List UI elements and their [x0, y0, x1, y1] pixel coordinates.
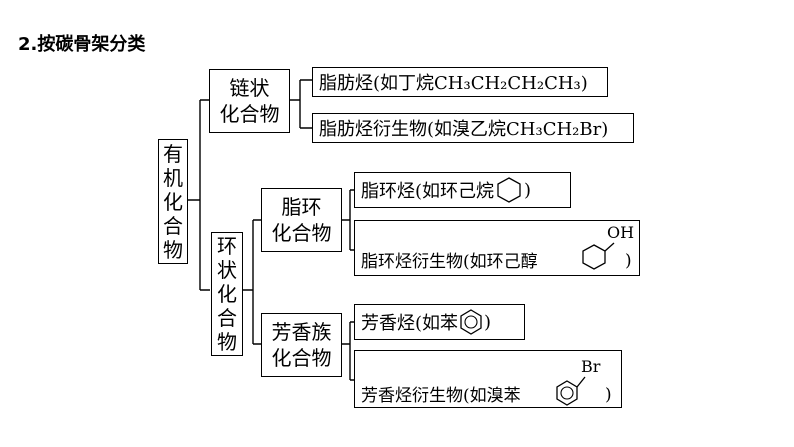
aromatic-derivative-box: 芳香烃衍生物(如溴苯 Br ) — [354, 350, 622, 408]
aliphatic-hydrocarbon-box: 脂肪烃(如丁烷CH₃CH₂CH₂CH₃) — [312, 67, 608, 97]
alicyclic-hydrocarbon-box: 脂环烃(如环己烷 ) — [354, 172, 571, 208]
root-char: 机 — [163, 165, 183, 190]
ring-char: 化 — [217, 282, 237, 306]
aliphatic-derivative-label: 脂肪烃衍生物(如溴乙烷CH₃CH₂Br) — [319, 119, 609, 140]
aromatic-hydrocarbon-box: 芳香烃(如苯 ) — [354, 304, 525, 340]
root-char: 合 — [163, 213, 183, 238]
aromatic-hydrocarbon-suffix: ) — [484, 311, 492, 333]
root-char: 有 — [163, 141, 183, 166]
aromatic-compound-box: 芳香族 化合物 — [261, 313, 342, 377]
ring-char: 状 — [217, 258, 237, 282]
alicyclic-label-2: 化合物 — [271, 221, 332, 245]
section-title: 2.按碳骨架分类 — [18, 34, 146, 55]
alicyclic-derivative-suffix: ) — [625, 251, 632, 271]
alicyclic-derivative-prefix: 脂环烃衍生物(如环己醇 — [361, 252, 538, 272]
alicyclic-derivative-box: 脂环烃衍生物(如环己醇 OH ) — [354, 220, 640, 276]
organic-compound-box: 有 机 化 合 物 — [158, 139, 188, 264]
bromobenzene-icon — [556, 376, 586, 406]
alicyclic-label-1: 脂环 — [281, 195, 322, 219]
chain-label-1: 链状 — [229, 76, 270, 100]
alicyclic-hydrocarbon-prefix: 脂环烃(如环己烷 — [361, 181, 495, 202]
ring-char: 合 — [217, 306, 237, 330]
alicyclic-hydrocarbon-suffix: ) — [524, 179, 532, 201]
benzene-icon — [460, 309, 482, 335]
alicyclic-compound-box: 脂环 化合物 — [261, 188, 342, 252]
aromatic-label-1: 芳香族 — [271, 320, 332, 344]
chain-label-2: 化合物 — [219, 102, 280, 126]
aliphatic-derivative-box: 脂肪烃衍生物(如溴乙烷CH₃CH₂Br) — [312, 113, 634, 143]
aromatic-derivative-prefix: 芳香烃衍生物(如溴苯 — [361, 386, 521, 406]
root-char: 化 — [163, 189, 183, 214]
aromatic-derivative-suffix: ) — [605, 385, 612, 405]
aromatic-hydrocarbon-prefix: 芳香烃(如苯 — [361, 313, 459, 334]
aromatic-label-2: 化合物 — [271, 346, 332, 370]
ring-char: 环 — [217, 234, 237, 258]
root-char: 物 — [163, 237, 183, 262]
cyclohexane-icon — [497, 177, 521, 203]
bromine-group-label: Br — [581, 357, 601, 376]
chain-compound-box: 链状 化合物 — [209, 69, 290, 133]
aliphatic-hydrocarbon-label: 脂肪烃(如丁烷CH₃CH₂CH₂CH₃) — [319, 73, 588, 94]
ring-char: 物 — [217, 330, 237, 354]
hydroxyl-group-label: OH — [607, 223, 635, 242]
cyclohexanol-icon — [582, 242, 615, 270]
cyclic-compound-box: 环 状 化 合 物 — [211, 232, 243, 356]
